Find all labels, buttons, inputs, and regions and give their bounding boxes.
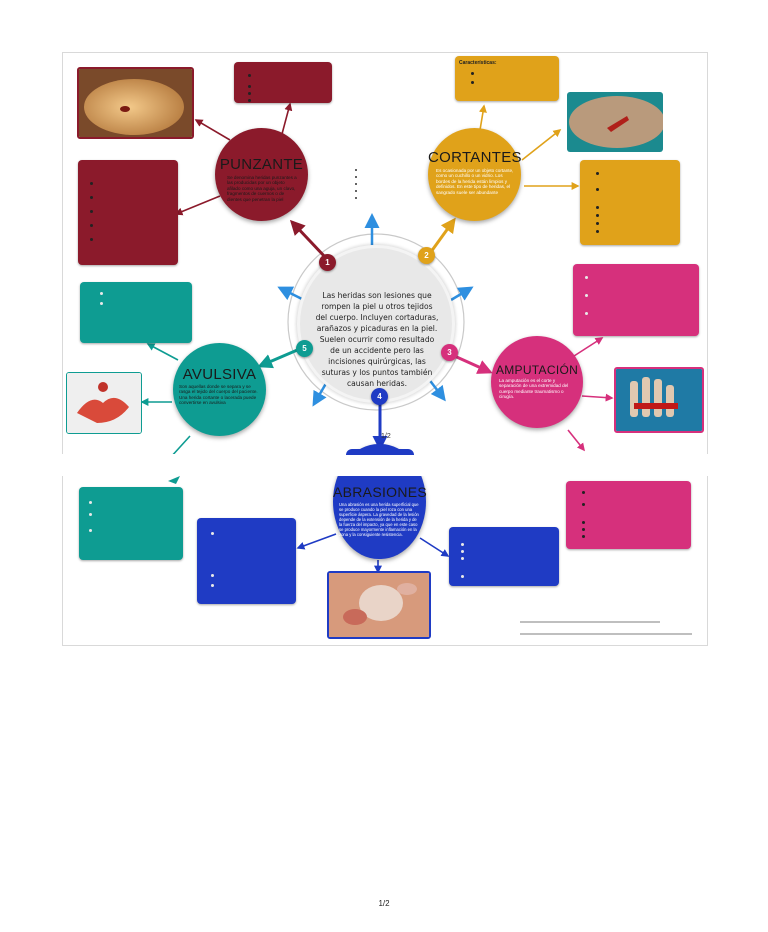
- punzante-box-left: [78, 160, 178, 265]
- ring-arrows: [277, 213, 474, 407]
- cortantes-box-right: [580, 160, 680, 245]
- outer-ring: [287, 233, 465, 411]
- badge-3: 3: [441, 344, 458, 361]
- avulsiva-description: Son aquellas donde se separa y se rasga …: [179, 384, 258, 406]
- amputacion-box-top: [573, 264, 699, 336]
- abrasiones-title: ABRASIONES: [333, 484, 428, 500]
- cortantes-box-label: Características:: [459, 60, 497, 66]
- amputacion-photo: [614, 367, 704, 433]
- cortantes-description: Es ocasionada por un objeto cortante, co…: [436, 168, 514, 195]
- avulsiva-title: AVULSIVA: [182, 366, 257, 383]
- page-number: 1/2: [378, 899, 390, 908]
- cortantes-box-top: Características:: [455, 56, 559, 101]
- amputacion-title: AMPUTACIÓN: [495, 363, 579, 377]
- cortantes-photo: [567, 92, 663, 152]
- punzante-title: PUNZANTE: [219, 156, 304, 173]
- abrasiones-box-right: [449, 527, 559, 586]
- decor-dot: [355, 197, 357, 199]
- page-gap-over-node: [330, 454, 430, 476]
- badge-1: 1: [319, 254, 336, 271]
- avulsiva-box-top: [80, 282, 192, 343]
- center-text: Las heridas son lesiones que rompen la p…: [315, 291, 439, 388]
- cortantes-title: CORTANTES: [428, 149, 522, 166]
- punzante-box-top: [234, 62, 332, 103]
- decor-dot: [355, 190, 357, 192]
- avulsiva-node: AVULSIVA Son aquellas donde se separa y …: [173, 343, 266, 436]
- amputacion-node: AMPUTACIÓN La amputación es el corte y s…: [491, 336, 583, 428]
- decor-dot: [355, 176, 357, 178]
- abrasiones-node-cap: [346, 449, 414, 455]
- avulsiva-photo: [66, 372, 142, 434]
- abrasiones-photo: [327, 571, 431, 639]
- cortantes-node: CORTANTES Es ocasionada por un objeto co…: [428, 128, 522, 221]
- punzante-description: Se denomina heridas punzantes a las prod…: [227, 175, 297, 202]
- abrasiones-box-left: [197, 518, 296, 604]
- badge-5: 5: [296, 340, 313, 357]
- decor-dot: [355, 183, 357, 185]
- abrasiones-description: Una abrasión es una herida superficial q…: [339, 502, 419, 537]
- avulsiva-box-bottom: [79, 487, 183, 560]
- badge-4: 4: [371, 388, 388, 405]
- center-circle: Las heridas son lesiones que rompen la p…: [300, 248, 452, 400]
- punzante-photo: [77, 67, 194, 139]
- amputacion-box-bottom: [566, 481, 691, 549]
- badge-2: 2: [418, 247, 435, 264]
- amputacion-description: La amputación es el corte y separación d…: [499, 378, 569, 400]
- punzante-node: PUNZANTE Se denomina heridas punzantes a…: [215, 128, 308, 221]
- decor-dot: [355, 169, 357, 171]
- page-half-label: 1/2: [381, 433, 391, 440]
